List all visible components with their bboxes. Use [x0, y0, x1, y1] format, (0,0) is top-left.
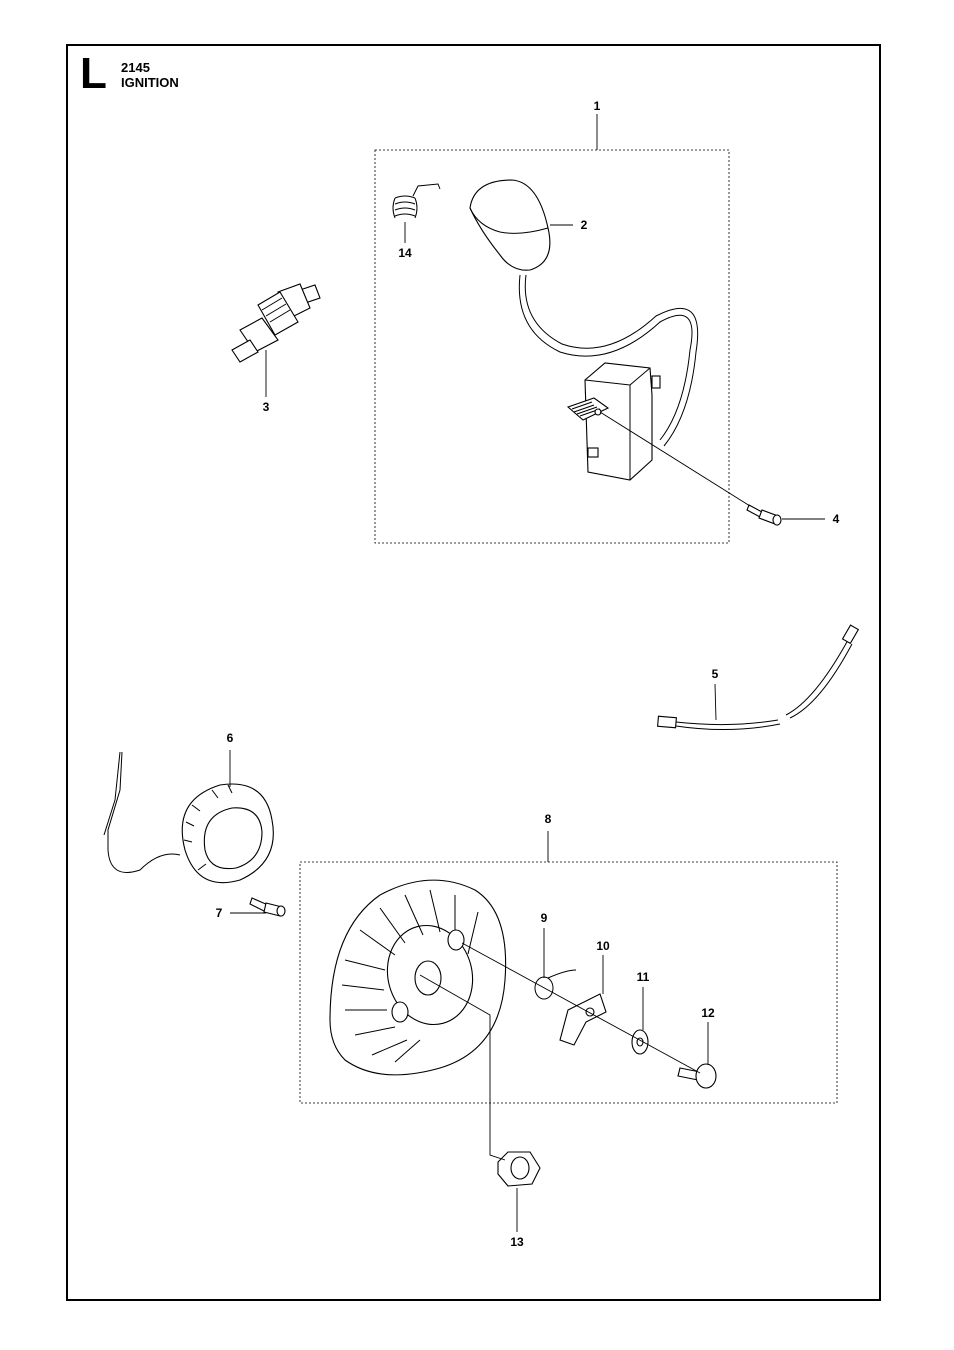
stator-ring-part-6 — [104, 752, 273, 883]
nut-part-13 — [498, 1152, 540, 1186]
callout-2: 2 — [581, 218, 588, 232]
callout-10: 10 — [596, 939, 610, 953]
bolt-part-12 — [678, 1064, 716, 1088]
callout-11: 11 — [637, 970, 650, 984]
washer-part-11 — [632, 1030, 648, 1054]
callout-7: 7 — [216, 906, 223, 920]
assembly-box-ignition-module — [375, 150, 729, 543]
callout-8: 8 — [545, 812, 552, 826]
callout-12: 12 — [701, 1006, 715, 1020]
wire-part-5 — [658, 625, 859, 729]
ignition-boot-part-2 — [470, 180, 550, 270]
spring-part-14 — [393, 184, 440, 218]
flywheel-part-8 — [330, 880, 506, 1075]
spark-plug-part-3 — [232, 284, 320, 362]
callout-14: 14 — [398, 246, 412, 260]
callout-1: 1 — [594, 99, 601, 113]
bracket-part-10 — [560, 994, 606, 1045]
callout-13: 13 — [510, 1235, 524, 1249]
callout-9: 9 — [541, 911, 548, 925]
circlip-part-9 — [535, 970, 576, 999]
callout-6: 6 — [227, 731, 234, 745]
screw-part-4 — [747, 505, 781, 525]
callout-5: 5 — [712, 667, 719, 681]
callout-4: 4 — [833, 512, 840, 526]
ignition-module-part-1 — [568, 363, 660, 480]
callout-3: 3 — [263, 400, 270, 414]
